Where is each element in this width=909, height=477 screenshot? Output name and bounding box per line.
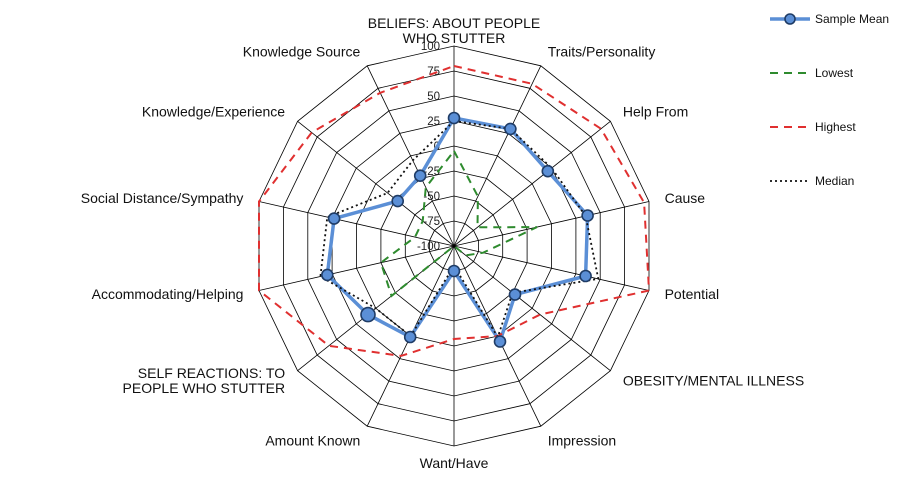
axis-label-line: BELIEFS: ABOUT PEOPLE (368, 15, 540, 31)
legend-label: Median (815, 174, 854, 188)
data-point (504, 122, 517, 136)
series-line-median (319, 120, 600, 340)
grid-spoke (453, 201, 650, 247)
axis-label-line: Accommodating/Helping (92, 286, 244, 302)
axis-label: Amount Known (265, 433, 360, 449)
radar-grid (258, 45, 650, 447)
axis-label: Social Distance/Sympathy (81, 190, 244, 206)
axis-label: Help From (623, 103, 688, 119)
tick-label: 100 (421, 41, 440, 53)
axis-label-line: Social Distance/Sympathy (81, 190, 244, 206)
data-point (327, 212, 341, 225)
axis-label: Traits/Personality (548, 43, 656, 59)
axis-label-line: Want/Have (420, 455, 489, 471)
axis-label-line: Amount Known (265, 433, 360, 449)
data-point (581, 209, 594, 222)
tick-label: 50 (427, 91, 440, 103)
tick-label: -75 (423, 216, 440, 228)
axis-label: Cause (665, 190, 706, 206)
grid-spoke (453, 120, 611, 247)
data-point (493, 335, 507, 348)
data-point (403, 330, 417, 344)
data-point (391, 194, 405, 208)
tick-label: 25 (427, 116, 440, 128)
axis-label: Knowledge/Experience (142, 103, 285, 119)
data-point (413, 169, 427, 182)
legend-label: Sample Mean (815, 12, 889, 26)
data-point (541, 164, 555, 178)
axis-label-line: PEOPLE WHO STUTTER (123, 380, 286, 396)
grid-spoke (366, 65, 455, 247)
axis-label-line: Help From (623, 103, 688, 119)
legend-label: Highest (815, 120, 856, 134)
axis-label-line: Knowledge/Experience (142, 103, 285, 119)
grid-spoke (453, 245, 611, 372)
axis-label-line: Traits/Personality (548, 43, 656, 59)
tick-label: -50 (423, 191, 440, 203)
grid-spoke (258, 201, 455, 247)
axis-label-line: WHO STUTTER (403, 30, 506, 46)
tick-label: -100 (417, 241, 440, 253)
axis-label-line: OBESITY/MENTAL ILLNESS (623, 373, 804, 389)
grid-spoke (453, 65, 542, 247)
grid-spoke (453, 245, 650, 291)
data-series (258, 64, 651, 357)
grid-spoke (297, 120, 455, 247)
data-point (360, 306, 376, 323)
data-point (447, 264, 461, 278)
data-point (320, 268, 334, 282)
tick-label: 75 (427, 66, 440, 78)
axis-label-line: Knowledge Source (243, 43, 361, 59)
series-line-highest (258, 64, 651, 357)
data-point (579, 269, 592, 283)
axis-label: Want/Have (420, 455, 489, 471)
axis-label-line: Potential (665, 286, 719, 302)
series-line-lowest (379, 149, 538, 298)
data-point (508, 288, 522, 301)
axis-label: Accommodating/Helping (92, 286, 244, 302)
grid-spoke (258, 245, 455, 291)
legend-marker (784, 13, 796, 25)
data-point (447, 111, 461, 125)
axis-label: Potential (665, 286, 719, 302)
axis-label-line: Impression (548, 433, 616, 449)
axis-label: Impression (548, 433, 616, 449)
axis-label-line: SELF REACTIONS: TO (138, 365, 285, 381)
axis-label: OBESITY/MENTAL ILLNESS (623, 373, 804, 389)
axis-label: Knowledge Source (243, 43, 361, 59)
axis-label-line: Cause (665, 190, 706, 206)
legend-label: Lowest (815, 66, 854, 80)
tick-label: -25 (423, 166, 440, 178)
